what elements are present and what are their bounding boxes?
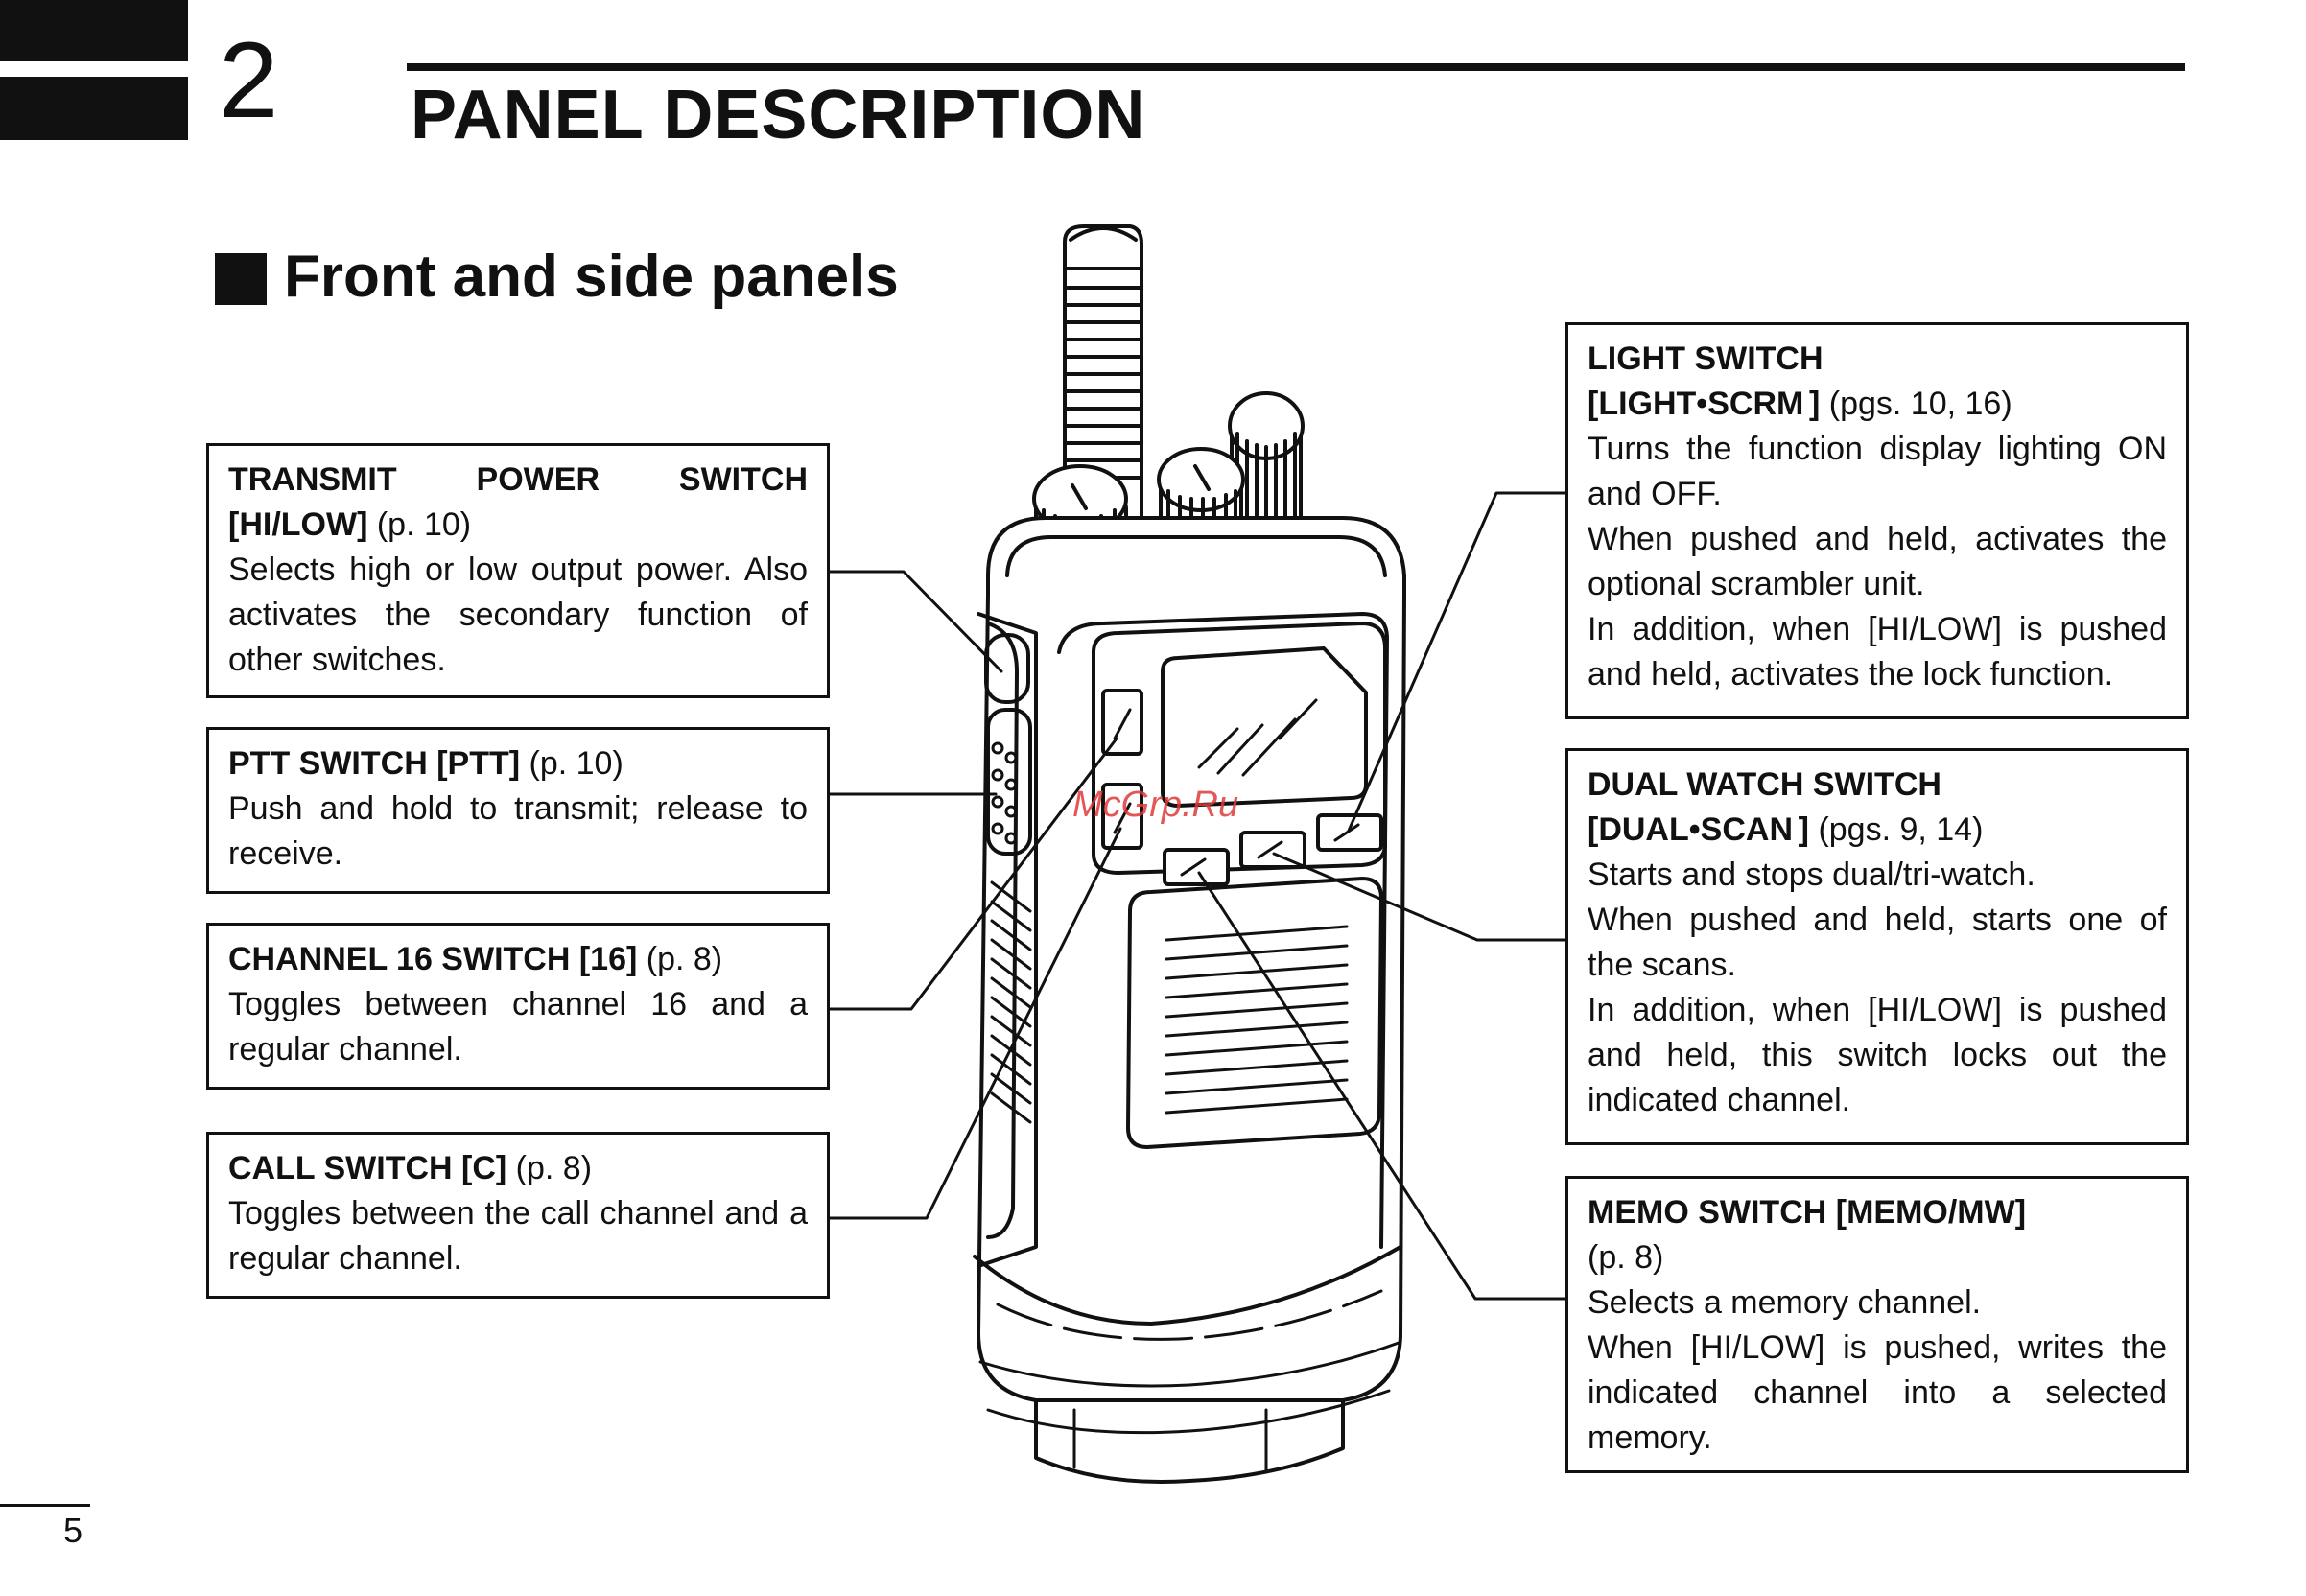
callout-description: Selects high or low output power. Also a…: [228, 552, 808, 678]
leader-light: [1347, 491, 1567, 833]
callout-light-switch: LIGHT SWITCH [LIGHT•SCRM ] (pgs. 10, 16)…: [1565, 322, 2189, 719]
callout-description: When [HI/LOW] is pushed, writes the indi…: [1588, 1329, 2167, 1456]
callout-page-ref: (p. 10): [376, 506, 472, 543]
callout-description: Toggles between channel 16 and a regular…: [228, 986, 808, 1068]
callout-name: PTT SWITCH [PTT]: [228, 745, 521, 782]
callout-name: CHANNEL 16 SWITCH [16]: [228, 941, 638, 977]
chapter-title: PANEL DESCRIPTION: [411, 77, 1146, 153]
callout-memo-switch: MEMO SWITCH [MEMO/MW] (p. 8) Selects a m…: [1565, 1176, 2189, 1473]
callout-description: When pushed and held, starts one of the …: [1588, 902, 2167, 983]
callout-name: TRANSMIT POWER SWITCH [HI/LOW]: [228, 461, 808, 543]
callout-page-ref: (p. 8): [515, 1150, 593, 1186]
callout-page-ref: (pgs. 9, 14): [1818, 811, 1984, 848]
chapter-number: 2: [219, 20, 279, 140]
leader-channel16: [828, 737, 1118, 1011]
watermark: McGrp.Ru: [1072, 785, 1239, 825]
callout-name: [LIGHT•SCRM ]: [1588, 386, 1821, 422]
callout-description: When pushed and held, activates the opti…: [1588, 521, 2167, 602]
section-title: Front and side panels: [284, 244, 899, 310]
callout-name: [DUAL•SCAN ]: [1588, 811, 1809, 848]
leader-dual-watch: [1272, 852, 1567, 942]
callout-name: MEMO SWITCH [MEMO/MW]: [1588, 1194, 2027, 1231]
callout-channel16-switch: CHANNEL 16 SWITCH [16] (p. 8) Toggles be…: [206, 923, 830, 1090]
chapter-tab-top: [0, 0, 188, 61]
callout-page-ref: (pgs. 10, 16): [1828, 386, 2012, 422]
chapter-tab-bottom: [0, 77, 188, 140]
callout-description: Starts and stops dual/tri-watch.: [1588, 857, 2035, 893]
callout-description: Turns the function display lighting ON a…: [1588, 431, 2167, 512]
callout-description: Push and hold to transmit; release to re…: [228, 790, 808, 872]
callout-name: CALL SWITCH [C]: [228, 1150, 507, 1186]
callout-title: DUAL WATCH SWITCH: [1588, 766, 1941, 803]
leader-transmit-power: [828, 570, 1003, 673]
callout-description: Selects a memory channel.: [1588, 1284, 1982, 1321]
leader-call: [828, 827, 1122, 1220]
callout-ptt-switch: PTT SWITCH [PTT] (p. 10) Push and hold t…: [206, 727, 830, 894]
callout-description: Toggles between the call channel and a r…: [228, 1195, 808, 1277]
callout-call-switch: CALL SWITCH [C] (p. 8) Toggles between t…: [206, 1132, 830, 1299]
callout-page-ref: (p. 8): [1588, 1239, 1664, 1276]
callout-description: In addition, when [HI/LOW] is pushed and…: [1588, 611, 2167, 692]
callout-transmit-power-switch: TRANSMIT POWER SWITCH [HI/LOW] (p. 10) S…: [206, 443, 830, 698]
callout-title: LIGHT SWITCH: [1588, 340, 1824, 377]
page-number-rule: [0, 1504, 90, 1507]
callout-page-ref: (p. 8): [646, 941, 723, 977]
page-number: 5: [63, 1511, 83, 1550]
chapter-rule: [407, 63, 2185, 71]
callout-page-ref: (p. 10): [529, 745, 624, 782]
callout-description: In addition, when [HI/LOW] is pushed and…: [1588, 992, 2167, 1118]
leader-memo: [1197, 871, 1567, 1301]
section-bullet-square: [215, 253, 267, 305]
callout-dual-watch-switch: DUAL WATCH SWITCH [DUAL•SCAN ] (pgs. 9, …: [1565, 748, 2189, 1145]
antenna: [1063, 224, 1143, 520]
